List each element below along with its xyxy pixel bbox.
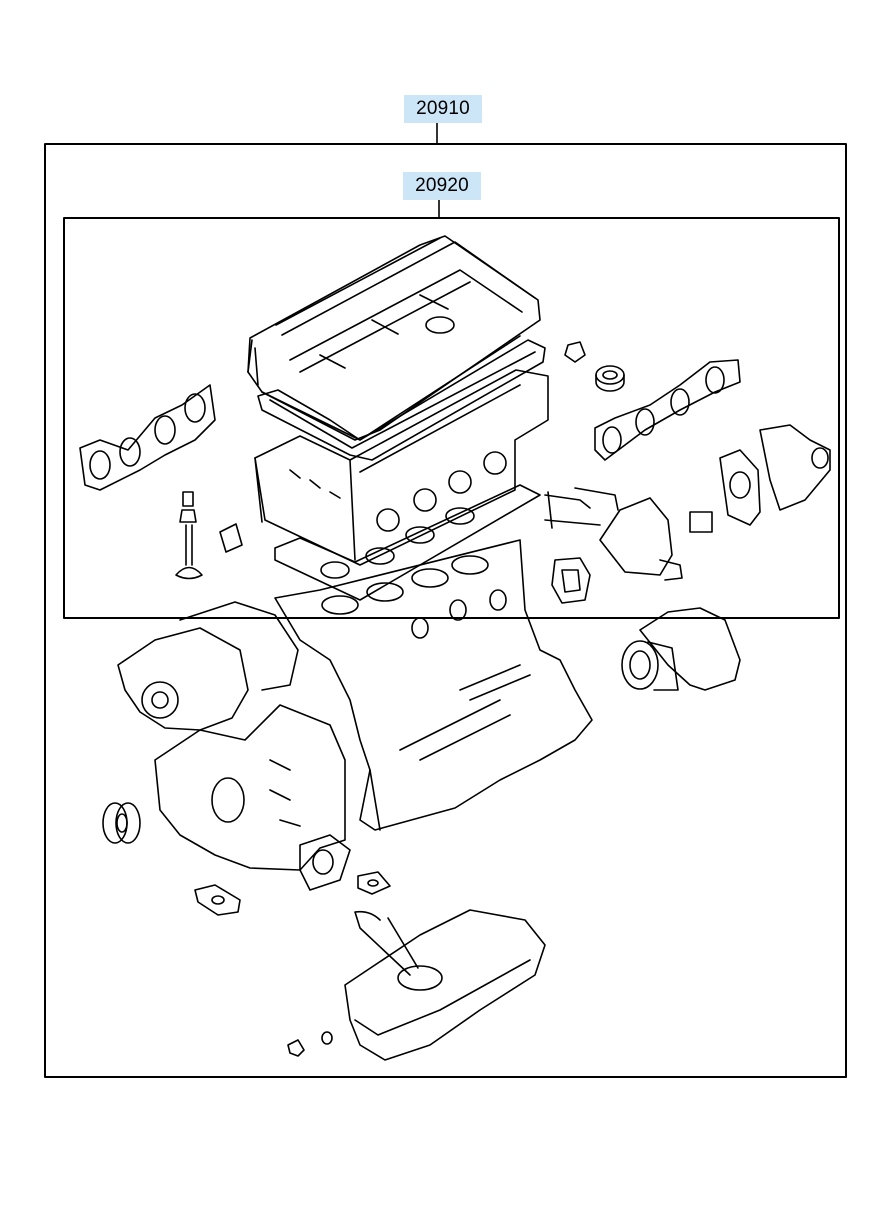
intake-manifold-gasket-icon — [594, 359, 741, 461]
frame-inner-kit — [63, 217, 840, 619]
frame-outer-kit — [44, 143, 847, 1078]
valve-icon — [175, 491, 243, 580]
callout-box-inner — [403, 172, 481, 200]
drain-plug-icon — [287, 1031, 333, 1057]
engine-block-icon — [274, 539, 593, 831]
timing-cover-icon — [154, 704, 351, 891]
exhaust-manifold-gasket-icon — [79, 384, 216, 491]
small-gasket-icon — [194, 871, 391, 916]
callout-box-outer — [404, 95, 482, 123]
part-callout-outer[interactable]: 20910 — [416, 98, 470, 119]
coolant-pipe-icon — [544, 487, 619, 604]
part-callout-inner[interactable]: 20920 — [415, 175, 469, 196]
valve-cover-gasket-icon — [257, 339, 546, 461]
thermostat-housing-icon — [599, 424, 831, 581]
crankshaft-seal-icon — [102, 802, 141, 844]
cylinder-head-icon — [254, 369, 549, 566]
valve-cover-icon — [247, 235, 541, 441]
rear-main-seal-icon — [621, 607, 741, 691]
water-pump-icon — [117, 601, 299, 731]
seal-small-icon — [564, 341, 625, 392]
oil-pan-icon — [344, 909, 546, 1061]
head-gasket-icon — [274, 484, 541, 601]
